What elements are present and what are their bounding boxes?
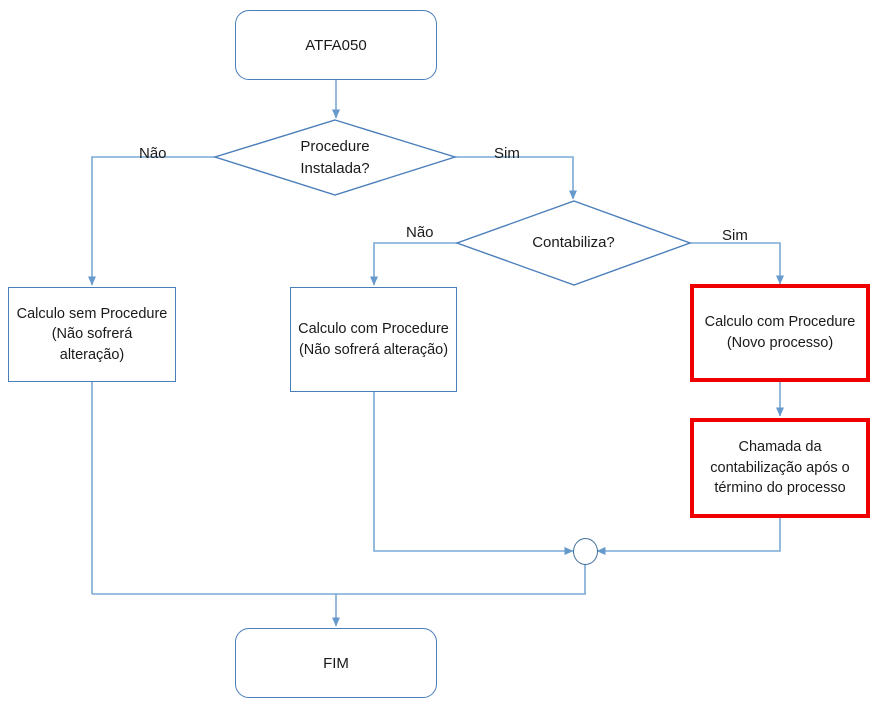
node-end[interactable]: FIM <box>235 628 437 698</box>
node-chamada-contabilizacao[interactable]: Chamada da contabilização após o término… <box>690 418 870 518</box>
node-decision-contabiliza[interactable]: Contabiliza? <box>457 201 690 285</box>
decision-procedure-line2: Instalada? <box>300 159 370 177</box>
edge-label-procedure-nao: Não <box>139 145 167 162</box>
edge-procedure-nao <box>88 156 215 286</box>
node-decision-procedure-label: Procedure Instalada? <box>215 120 455 195</box>
chamada-contabilizacao-line2: contabilização após o <box>710 459 850 476</box>
decision-contabiliza-text: Contabiliza? <box>532 234 615 252</box>
chamada-contabilizacao-line3: término do processo <box>714 480 846 497</box>
edge-chamada-to-merge <box>596 518 781 555</box>
calculo-sem-procedure-line1: Calculo sem Procedure <box>16 305 168 322</box>
calculo-com-procedure-sem-alteracao-line1: Calculo com Procedure <box>298 320 449 337</box>
node-calculo-com-procedure-novo[interactable]: Calculo com Procedure (Novo processo) <box>690 284 870 382</box>
calculo-com-procedure-novo-line2: (Novo processo) <box>726 335 834 351</box>
calculo-sem-procedure-line3: alteração) <box>59 346 125 363</box>
node-end-label: FIM <box>323 654 349 672</box>
calculo-com-procedure-novo-line1: Calculo com Procedure <box>704 314 856 331</box>
edge-label-contabiliza-sim: Sim <box>722 227 748 244</box>
node-decision-contabiliza-label: Contabiliza? <box>457 201 690 285</box>
node-calculo-com-procedure-sem-alteracao[interactable]: Calculo com Procedure (Não sofrerá alter… <box>290 287 457 392</box>
edge-procedure-sim <box>455 156 577 200</box>
edge-merge-to-rail <box>92 564 586 595</box>
edge-contabiliza-nao <box>370 242 457 286</box>
node-calculo-sem-procedure[interactable]: Calculo sem Procedure (Não sofrerá alter… <box>8 287 176 382</box>
calculo-sem-procedure-line2: (Não sofrerá <box>51 326 133 343</box>
chamada-contabilizacao-line1: Chamada da <box>738 439 822 456</box>
edge-contabiliza-sim <box>690 242 784 285</box>
node-decision-procedure[interactable]: Procedure Instalada? <box>215 120 455 195</box>
node-start[interactable]: ATFA050 <box>235 10 437 80</box>
edge-middle-to-merge <box>373 392 574 555</box>
merge-connector[interactable] <box>573 538 598 565</box>
edge-label-procedure-sim: Sim <box>494 145 520 162</box>
node-start-label: ATFA050 <box>305 36 367 54</box>
calculo-com-procedure-sem-alteracao-line2: (Não sofrerá alteração) <box>298 341 449 358</box>
edge-label-contabiliza-nao: Não <box>406 224 434 241</box>
decision-procedure-line1: Procedure <box>300 138 370 156</box>
